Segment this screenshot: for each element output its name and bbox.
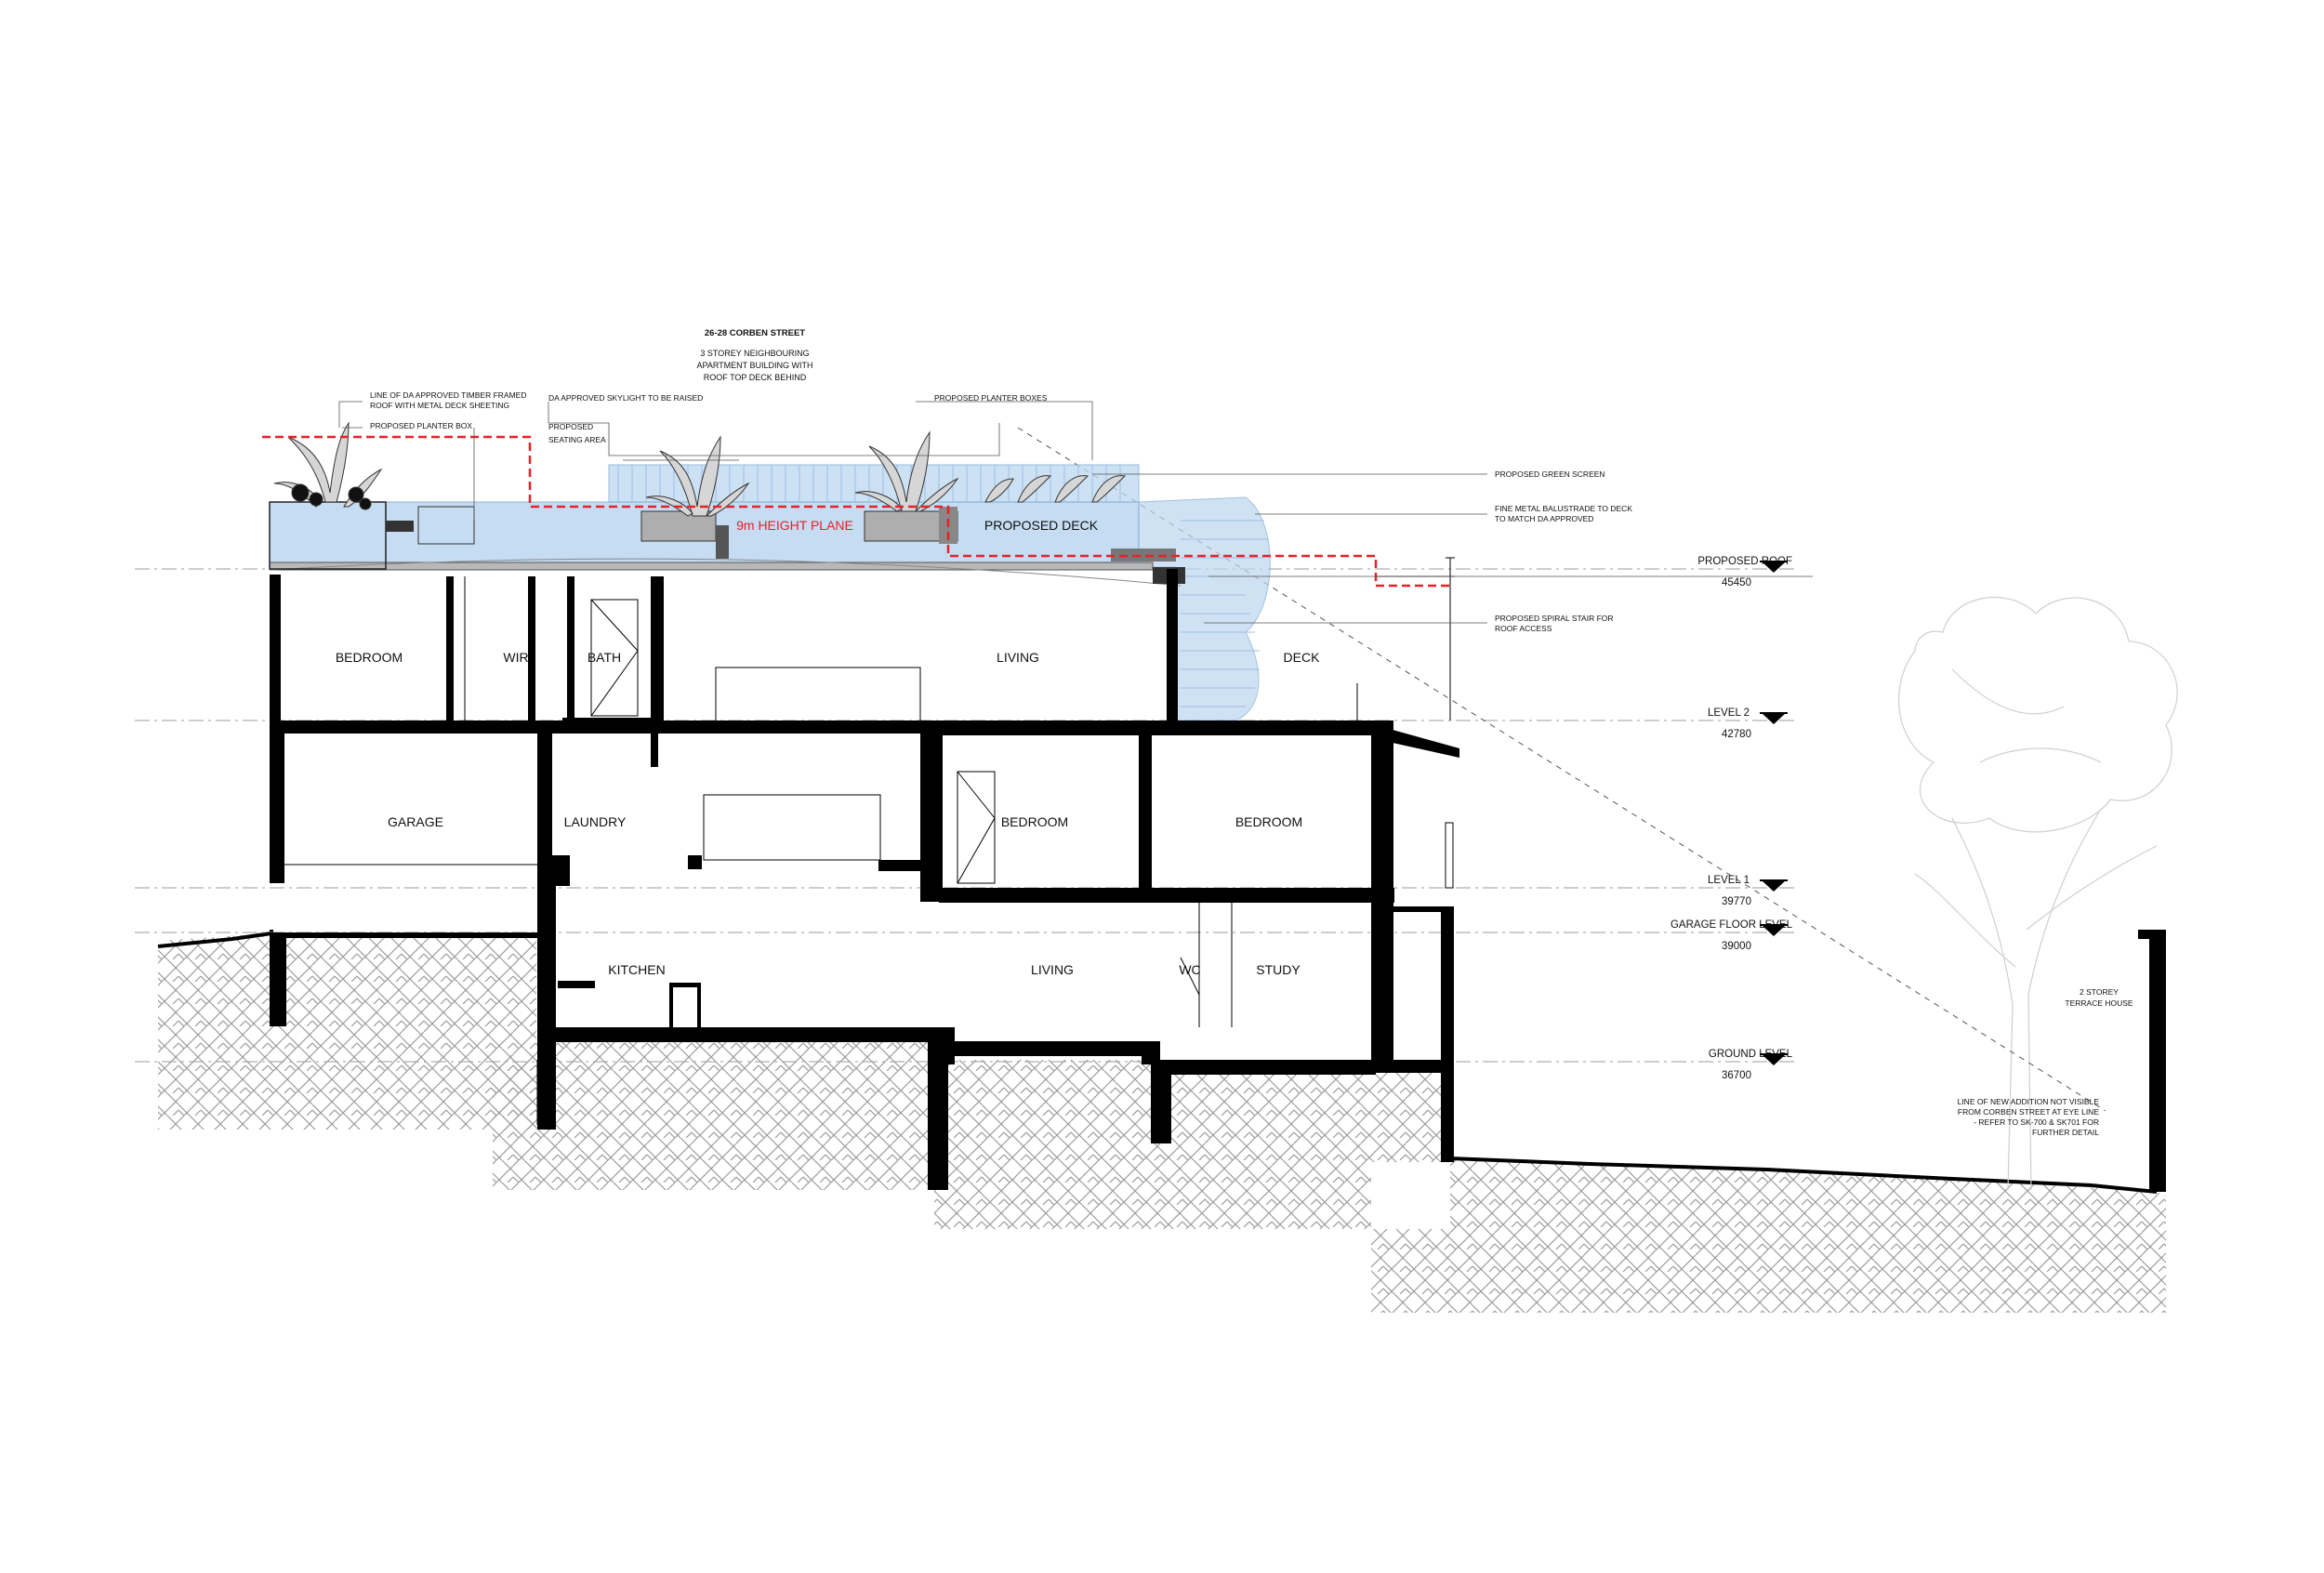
annotation-text: - REFER TO SK-700 & SK701 FOR (1974, 1117, 2099, 1127)
room-bedroom-l1b: BEDROOM (1235, 814, 1302, 829)
height-plane-line (262, 435, 1450, 588)
title-block: 26-28 CORBEN STREET 3 STOREY NEIGHBOURIN… (696, 328, 812, 382)
planter-plants (273, 421, 1127, 517)
annotation-text: ROOF ACCESS (1495, 624, 1552, 633)
annotation-text: TERRACE HOUSE (2065, 998, 2133, 1008)
structure-walls (270, 569, 2166, 1192)
level-garage-floor: GARAGE FLOOR LEVEL 39000 (1670, 919, 1793, 952)
annotation-text: FINE METAL BALUSTRADE TO DECK (1495, 504, 1632, 513)
room-bath: BATH (588, 650, 621, 665)
subtitle-line-3: ROOF TOP DECK BEHIND (704, 373, 807, 382)
level-ground: GROUND LEVEL 36700 (1709, 1049, 1793, 1081)
annotation-text: PROPOSED GREEN SCREEN (1495, 469, 1605, 479)
annotation-text: LEVEL 2 (1708, 707, 1750, 719)
level-proposed-roof: PROPOSED ROOF 45450 (1697, 556, 1792, 588)
annotation-text: PROPOSED PLANTER BOXES (934, 393, 1048, 403)
room-wc: WC (1179, 962, 1200, 977)
annotation-text: DA APPROVED SKYLIGHT TO BE RAISED (548, 393, 703, 403)
room-labels: BEDROOM WIR BATH LIVING DECK GARAGE LAUN… (336, 518, 1320, 977)
annotation-text: LINE OF DA APPROVED TIMBER FRAMED (370, 390, 526, 400)
annotation-text: 36700 (1722, 1070, 1751, 1081)
room-bedroom-l1a: BEDROOM (1001, 814, 1068, 829)
annotation-text: SEATING AREA (548, 435, 606, 444)
annotation-text: 42780 (1722, 729, 1751, 740)
annotation-text: 2 STOREY (2080, 987, 2119, 997)
ground-line (157, 930, 273, 948)
room-laundry: LAUNDRY (564, 814, 627, 829)
annotation-text: 45450 (1722, 577, 1751, 588)
subtitle-line-1: 3 STOREY NEIGHBOURING (700, 349, 809, 358)
earth-hatch (158, 933, 2166, 1313)
room-living-ground: LIVING (1031, 962, 1074, 977)
level-1: LEVEL 1 39770 (1708, 875, 1788, 907)
height-plane-label: 9m HEIGHT PLANE (736, 518, 853, 533)
annotation-text: PROPOSED SPIRAL STAIR FOR (1495, 614, 1614, 623)
tree-outline (1897, 596, 2178, 1191)
level-2: LEVEL 2 42780 (1708, 707, 1788, 740)
annotation-text: GARAGE FLOOR LEVEL (1670, 919, 1793, 931)
annotation-text: FROM CORBEN STREET AT EYE LINE (1958, 1107, 2099, 1117)
annotation-text: ROOF WITH METAL DECK SHEETING (370, 401, 509, 410)
room-deck: DECK (1284, 650, 1321, 665)
annotation-text: 39770 (1722, 896, 1751, 907)
annotation-text: PROPOSED PLANTER BOX (370, 421, 472, 430)
room-living-l2: LIVING (997, 650, 1039, 665)
annotation-text: FURTHER DETAIL (2032, 1128, 2099, 1137)
room-garage: GARAGE (388, 814, 443, 829)
room-kitchen: KITCHEN (608, 962, 665, 977)
proposed-elements (269, 464, 1271, 721)
leader-lines (338, 401, 1813, 624)
room-bedroom-l2: BEDROOM (336, 650, 403, 665)
annotation-text: LINE OF NEW ADDITION NOT VISIBLE (1958, 1097, 2100, 1106)
level-markers: PROPOSED ROOF 45450 LEVEL 2 42780 LEVEL … (1670, 556, 1793, 1081)
annotation-text: TO MATCH DA APPROVED (1495, 514, 1593, 523)
annotations: LINE OF DA APPROVED TIMBER FRAMED ROOF W… (370, 390, 2133, 1137)
proposed-deck-label: PROPOSED DECK (984, 518, 1099, 533)
annotation-text: 39000 (1722, 941, 1751, 952)
room-wir: WIR (503, 650, 528, 665)
annotation-text: LEVEL 1 (1708, 875, 1750, 886)
room-study: STUDY (1256, 962, 1301, 977)
title: 26-28 CORBEN STREET (705, 328, 805, 338)
ground-line-right (1449, 1157, 2158, 1194)
annotation-text: PROPOSED (548, 422, 593, 431)
subtitle-line-2: APARTMENT BUILDING WITH (696, 361, 812, 370)
